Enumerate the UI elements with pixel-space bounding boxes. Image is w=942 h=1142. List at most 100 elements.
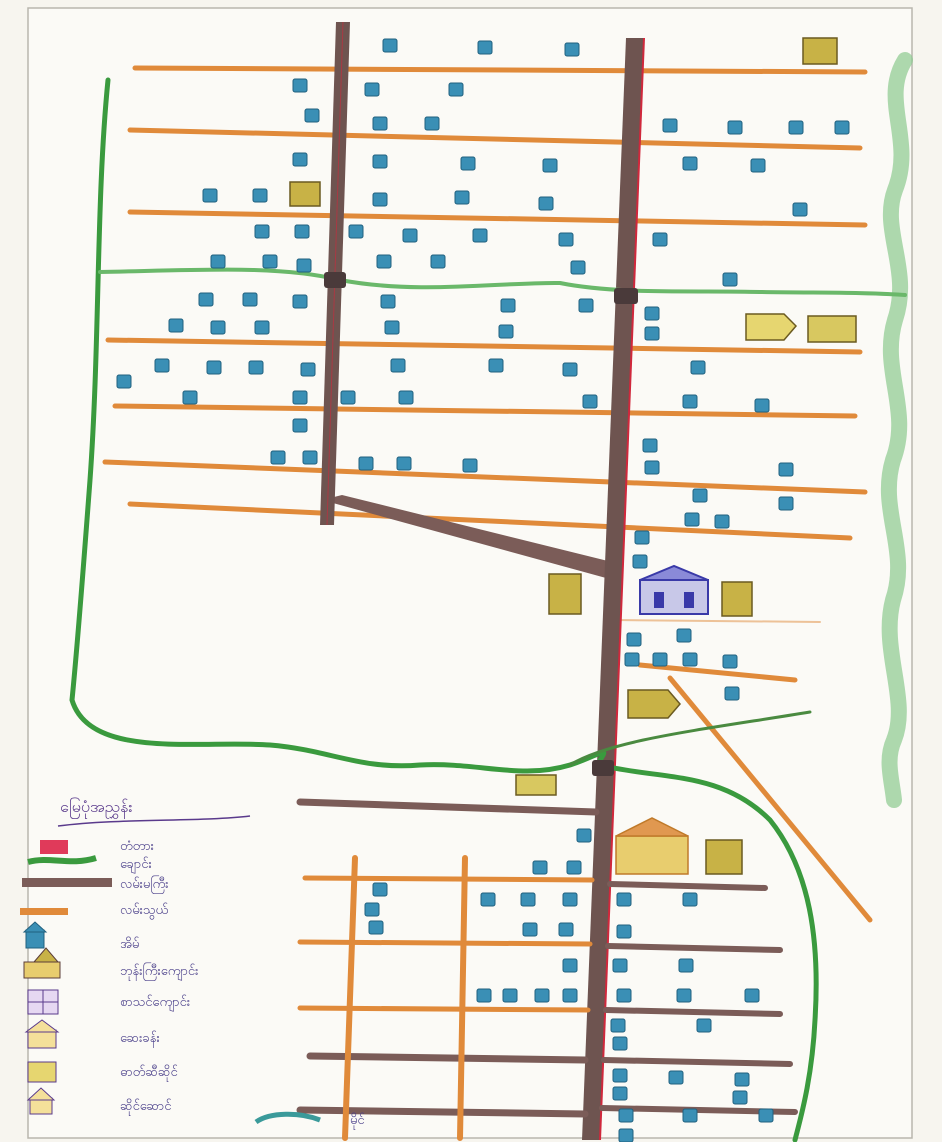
house-marker — [300, 362, 316, 377]
house-marker — [778, 496, 794, 511]
house-marker — [396, 456, 412, 471]
house-marker — [198, 292, 214, 307]
bridge-icon — [40, 840, 68, 854]
house-marker — [252, 188, 268, 203]
house-marker — [116, 374, 132, 389]
legend-label-monastery: ဘုန်းကြီးကျောင်း — [120, 962, 198, 981]
house-marker — [372, 116, 388, 131]
monastery-icon — [23, 947, 61, 979]
house-marker — [682, 652, 698, 667]
house-marker — [564, 42, 580, 57]
legend: မြေပုံအညွှန်း တံတား ချေ — [20, 797, 365, 1130]
stream-line-icon — [27, 855, 97, 865]
house-marker — [340, 390, 356, 405]
house-marker — [634, 530, 650, 545]
house-marker — [206, 360, 222, 375]
building-top-right — [802, 37, 838, 65]
legend-label-shop: ဆိုင်ဆောင် — [120, 1098, 172, 1116]
house-marker — [682, 1108, 698, 1123]
building-center-right — [721, 581, 753, 617]
house-marker — [682, 394, 698, 409]
house-marker — [384, 320, 400, 335]
legend-label-school: စာသင်ကျောင်း — [120, 994, 190, 1012]
office-icon — [27, 1061, 57, 1083]
house-marker — [254, 320, 270, 335]
house-marker — [372, 882, 388, 897]
house-marker — [562, 988, 578, 1003]
house-marker — [522, 922, 538, 937]
house-marker — [382, 38, 398, 53]
building-school-lower — [705, 839, 743, 875]
house-marker — [558, 232, 574, 247]
house-marker — [684, 512, 700, 527]
house-marker — [722, 272, 738, 287]
school-icon — [27, 989, 59, 1015]
house-marker — [477, 40, 493, 55]
house-marker — [424, 116, 440, 131]
house-marker — [292, 78, 308, 93]
legend-label-stream: ချောင်း — [120, 856, 152, 874]
house-marker — [578, 298, 594, 313]
house-marker — [532, 860, 548, 875]
house-marker — [304, 108, 320, 123]
house-marker — [676, 628, 692, 643]
special-buildings — [289, 37, 857, 875]
house-marker — [380, 294, 396, 309]
bridge-south — [592, 760, 614, 776]
house-marker — [460, 156, 476, 171]
house-marker — [678, 958, 694, 973]
house-marker — [292, 418, 308, 433]
house-marker — [372, 154, 388, 169]
legend-label-house: အိမ် — [120, 936, 140, 952]
house-marker — [612, 1036, 628, 1051]
house-marker — [652, 232, 668, 247]
bridge-left — [324, 272, 346, 288]
house-marker — [248, 360, 264, 375]
house-marker — [448, 82, 464, 97]
minor-road-icon — [20, 908, 68, 915]
scale-label: မိုင် — [350, 1112, 365, 1130]
house-marker — [644, 326, 660, 341]
house-marker — [616, 892, 632, 907]
house-marker — [750, 158, 766, 173]
house-marker — [642, 438, 658, 453]
house-marker — [618, 1108, 634, 1123]
house-marker — [168, 318, 184, 333]
house-marker — [292, 390, 308, 405]
building-roadside — [627, 689, 681, 719]
roof-monastery-lower — [615, 817, 689, 837]
house-marker — [616, 924, 632, 939]
house-marker — [692, 488, 708, 503]
house-marker — [348, 224, 364, 239]
house-marker — [476, 988, 492, 1003]
house-marker — [462, 458, 478, 473]
minor-roads-upper — [102, 65, 873, 923]
houses — [116, 38, 850, 1142]
house-marker — [788, 120, 804, 135]
house-marker — [576, 828, 592, 843]
house-marker — [480, 892, 496, 907]
central-building — [639, 564, 709, 615]
building-east-2 — [807, 315, 857, 343]
house-marker — [500, 298, 516, 313]
bridges — [324, 272, 638, 776]
main-road-right — [582, 38, 644, 1140]
building-east-1 — [745, 313, 798, 341]
house-marker — [612, 1086, 628, 1101]
house-marker — [182, 390, 198, 405]
house-marker — [690, 360, 706, 375]
house-marker — [778, 462, 794, 477]
main-road-connector — [322, 495, 612, 578]
house-marker — [562, 958, 578, 973]
house-marker — [754, 398, 770, 413]
legend-label-clinic: ဆေးခန်း — [120, 1030, 160, 1048]
house-marker — [714, 514, 730, 529]
house-marker — [652, 652, 668, 667]
house-marker — [262, 254, 278, 269]
legend-label-office: ဓာတ်ဆီဆိုင် — [120, 1064, 178, 1082]
house-marker — [364, 902, 380, 917]
house-marker — [210, 320, 226, 335]
lower-roads — [296, 798, 798, 1141]
house-marker — [744, 988, 760, 1003]
house-marker — [696, 1018, 712, 1033]
